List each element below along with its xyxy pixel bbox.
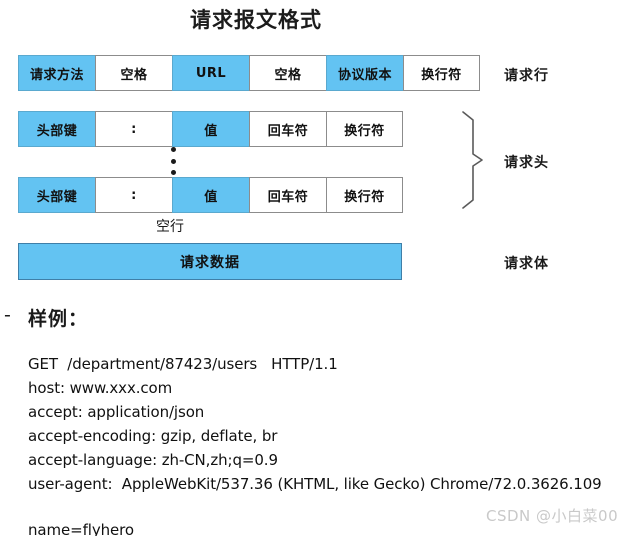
- header-row-2-cell-carriage-return: 回车符: [249, 177, 326, 213]
- page-title: 请求报文格式: [190, 8, 322, 32]
- header-row-1-cell-newline: 换行符: [326, 111, 403, 147]
- request-line-cell-space-2: 空格: [249, 55, 326, 91]
- sample-http-request-block: GET /department/87423/users HTTP/1.1 hos…: [28, 352, 628, 536]
- sample-line-accept-language: accept-language: zh-CN,zh;q=0.9: [28, 451, 278, 469]
- ellipsis-dot-3: [170, 170, 176, 175]
- request-line-cell-space-1: 空格: [95, 55, 172, 91]
- ellipsis-dot-2: [170, 158, 176, 164]
- sample-heading: 样例：: [28, 308, 89, 330]
- header-row-2-cell-value: 值: [172, 177, 249, 213]
- sample-line-accept: accept: application/json: [28, 403, 205, 421]
- curly-brace-icon: [462, 111, 483, 209]
- header-row-1-cell-value: 值: [172, 111, 249, 147]
- side-label-request-body: 请求体: [504, 256, 549, 272]
- blank-line-label: 空行: [156, 219, 184, 235]
- header-row-1-cell-colon: :: [95, 111, 172, 147]
- sample-line-body: name=flyhero: [28, 521, 134, 536]
- header-row-2-cell-colon: :: [95, 177, 172, 213]
- request-body-box: 请求数据: [18, 243, 402, 280]
- sample-line-request-line: GET /department/87423/users HTTP/1.1: [28, 355, 338, 373]
- sample-bullet-dash: -: [4, 304, 11, 326]
- sample-line-host: host: www.xxx.com: [28, 379, 173, 397]
- request-line-cell-protocol-version: 协议版本: [326, 55, 403, 91]
- request-line-cell-newline: 换行符: [403, 55, 480, 91]
- header-row-2-cell-key: 头部键: [18, 177, 95, 213]
- request-header-row-1: 头部键 : 值 回车符 换行符: [18, 111, 403, 147]
- sample-line-accept-encoding: accept-encoding: gzip, deflate, br: [28, 427, 278, 445]
- sample-line-user-agent: user-agent: AppleWebKit/537.36 (KHTML, l…: [28, 475, 602, 493]
- side-label-request-line: 请求行: [504, 68, 549, 84]
- csdn-watermark: CSDN @小白菜00: [486, 507, 619, 525]
- header-row-1-cell-key: 头部键: [18, 111, 95, 147]
- request-line-cell-method: 请求方法: [18, 55, 95, 91]
- request-line-cell-url: URL: [172, 55, 249, 91]
- header-row-1-cell-carriage-return: 回车符: [249, 111, 326, 147]
- request-line-row: 请求方法 空格 URL 空格 协议版本 换行符: [18, 55, 480, 91]
- ellipsis-dot-1: [170, 147, 176, 152]
- vertical-ellipsis-icon: [169, 147, 177, 175]
- header-row-2-cell-newline: 换行符: [326, 177, 403, 213]
- side-label-request-head: 请求头: [504, 155, 549, 171]
- request-header-row-2: 头部键 : 值 回车符 换行符: [18, 177, 403, 213]
